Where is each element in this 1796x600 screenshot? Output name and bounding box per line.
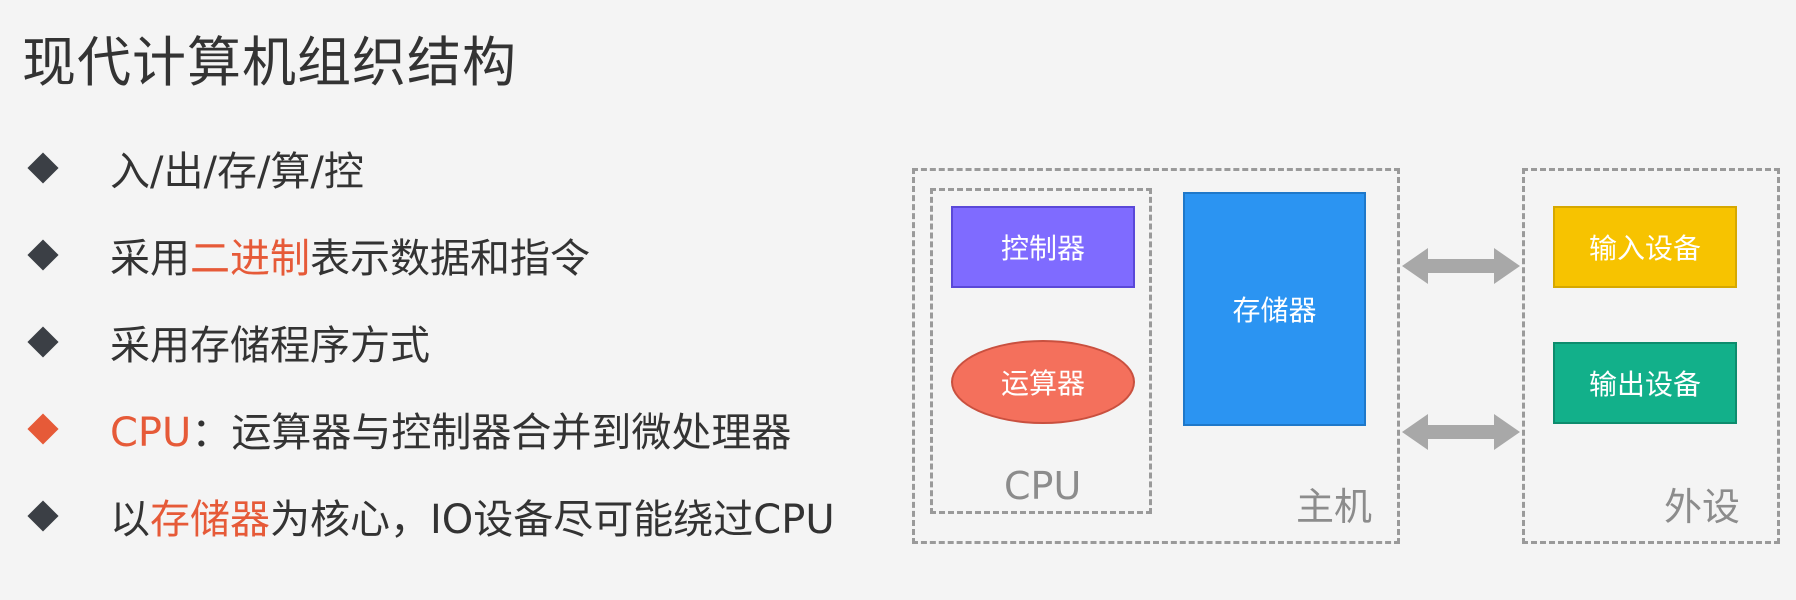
bullet-text: 以存储器为核心，IO设备尽可能绕过CPU	[110, 487, 835, 545]
bullet-item: 以存储器为核心，IO设备尽可能绕过CPU	[24, 486, 924, 546]
text-span: 采用	[110, 236, 190, 282]
diamond-icon	[27, 239, 59, 271]
text-span: 采用存储程序方式	[110, 323, 430, 369]
controller-block: 控制器	[951, 206, 1135, 288]
output-device-block: 输出设备	[1553, 342, 1737, 424]
text-span: 入/出/存/算/控	[110, 149, 364, 195]
cpu-box	[930, 188, 1152, 514]
cpu-label: CPU	[1004, 464, 1082, 508]
bullet-text: CPU：运算器与控制器合并到微处理器	[110, 400, 791, 458]
text-span: 以	[110, 497, 150, 543]
double-arrow-icon	[1402, 414, 1520, 450]
bullet-item: 入/出/存/算/控	[24, 138, 924, 198]
diamond-icon	[27, 500, 59, 532]
diamond-icon	[27, 413, 59, 445]
bullet-text: 采用存储程序方式	[110, 313, 430, 371]
host-label: 主机	[1296, 485, 1373, 529]
peripheral-label: 外设	[1664, 485, 1741, 529]
diamond-icon	[27, 152, 59, 184]
text-span: 表示数据和指令	[310, 236, 590, 282]
input-device-block: 输入设备	[1553, 206, 1737, 288]
memory-block: 存储器	[1183, 192, 1366, 426]
text-span: ：运算器与控制器合并到微处理器	[191, 410, 792, 456]
page-title: 现代计算机组织结构	[22, 31, 517, 94]
highlight-text: 二进制	[190, 236, 310, 282]
bullet-text: 入/出/存/算/控	[110, 139, 364, 197]
bullet-text: 采用二进制表示数据和指令	[110, 226, 590, 284]
host-box	[912, 168, 1400, 544]
peripheral-box	[1522, 168, 1780, 544]
text-span: 为核心，IO设备尽可能绕过CPU	[270, 497, 835, 543]
bullet-item: 采用存储程序方式	[24, 312, 924, 372]
bullet-item: CPU：运算器与控制器合并到微处理器	[24, 399, 924, 459]
bullet-item: 采用二进制表示数据和指令	[24, 225, 924, 285]
highlight-text: 存储器	[150, 497, 270, 543]
alu-block: 运算器	[951, 340, 1135, 424]
double-arrow-icon	[1402, 248, 1520, 284]
highlight-text: CPU	[110, 410, 192, 456]
diamond-icon	[27, 326, 59, 358]
